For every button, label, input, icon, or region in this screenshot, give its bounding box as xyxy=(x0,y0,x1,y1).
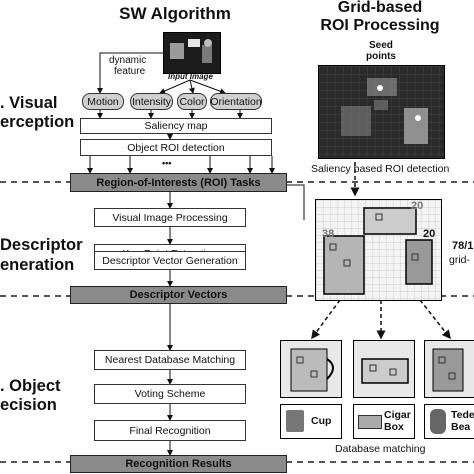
object-roi-detection-box: Object ROI detection xyxy=(80,139,272,156)
cigar-box-keypoints xyxy=(361,358,409,384)
input-image-caption: Input Image xyxy=(168,72,213,81)
orientation-feature-pill: Orientation xyxy=(210,93,262,110)
saliency-grid xyxy=(319,66,444,158)
database-match-cup-panel xyxy=(280,340,342,398)
sw-algorithm-title: SW Algorithm xyxy=(119,4,231,23)
visual-image-processing-box: Visual Image Processing xyxy=(94,208,246,227)
intensity-feature-pill: Intensity xyxy=(130,93,173,110)
database-matching-caption: Database matching xyxy=(335,443,426,455)
descriptor-vector-generation-box: Descriptor Vector Generation xyxy=(94,251,246,270)
database-match-cigar-panel xyxy=(353,340,415,398)
saliency-map-box: Saliency map xyxy=(80,118,272,134)
seed-points-label: Seed xyxy=(369,40,393,51)
cigar-box-icon xyxy=(358,415,382,429)
ellipsis: ••• xyxy=(162,158,172,168)
grid-roi-title-line1: Grid-based xyxy=(337,0,423,16)
nearest-database-matching-box: Nearest Database Matching xyxy=(94,350,246,370)
roi-keypoint-image: 20 38 20 xyxy=(315,199,442,301)
dynamic-feature-label-2: feature xyxy=(114,66,146,77)
cup-icon xyxy=(286,410,304,432)
roi-count-top: 20 xyxy=(411,200,424,212)
database-item-cup: Cup xyxy=(280,404,342,439)
color-feature-pill: Color xyxy=(177,93,207,110)
recognition-results-bar: Recognition Results xyxy=(70,455,287,473)
descriptor-vectors-bar: Descriptor Vectors xyxy=(70,286,287,304)
database-match-bear-panel xyxy=(424,340,474,398)
stage-descriptor-line2: eneration xyxy=(0,256,75,274)
cup-keypoints xyxy=(290,348,334,392)
dynamic-feature-label: dynamic xyxy=(109,55,147,66)
saliency-roi-caption: Saliency based ROI detection xyxy=(311,163,450,175)
stage-decision-line2: ecision xyxy=(0,396,57,414)
database-item-cigar-box: Cigar Box xyxy=(353,404,415,439)
input-image-objects xyxy=(170,39,212,63)
database-item-cigar-label: Cigar Box xyxy=(384,409,411,433)
stage-decision-line1: . Object xyxy=(0,377,61,395)
grid-roi-title-line2: ROI Processing xyxy=(320,17,440,34)
motion-feature-pill: Motion xyxy=(82,93,124,110)
seed-points-label-2: points xyxy=(366,51,396,62)
stage-visual-line2: erception xyxy=(0,113,75,131)
input-image-thumbnail xyxy=(163,32,221,74)
stage-descriptor-line1: Descriptor xyxy=(0,236,83,254)
bear-icon xyxy=(430,409,446,434)
roi-keypoint-drawing xyxy=(316,200,441,300)
voting-scheme-box: Voting Scheme xyxy=(94,384,246,404)
roi-side-label-2: grid- xyxy=(449,254,471,266)
final-recognition-box: Final Recognition xyxy=(94,420,246,441)
database-item-bear-label: Tede Bea xyxy=(451,409,474,433)
roi-count-right: 20 xyxy=(423,228,436,240)
roi-tasks-bar: Region-of-Interests (ROI) Tasks xyxy=(70,173,287,192)
roi-count-left: 38 xyxy=(322,228,335,240)
roi-side-label: 78/1 xyxy=(452,240,474,252)
database-item-bear: Tede Bea xyxy=(424,404,474,439)
stage-visual-line1: . Visual xyxy=(0,94,58,112)
database-item-cup-label: Cup xyxy=(311,415,332,427)
grid-saliency-image xyxy=(318,65,445,159)
bear-keypoints xyxy=(432,348,464,392)
